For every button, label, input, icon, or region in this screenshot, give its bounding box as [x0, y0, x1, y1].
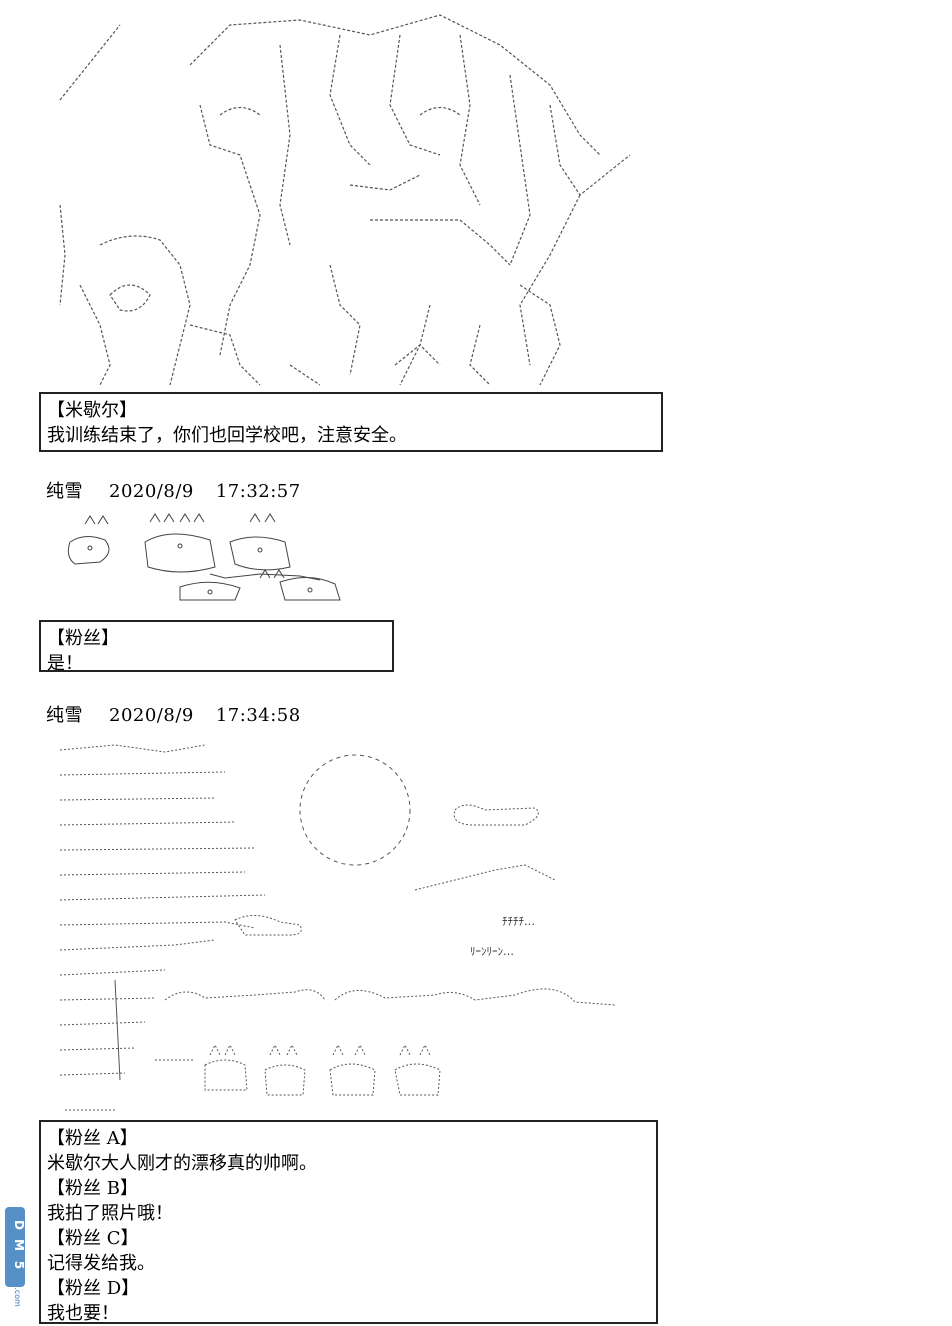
dialogue-box-michelle: 【米歇尔】 我训练结束了，你们也回学校吧，注意安全。: [39, 392, 663, 452]
dm5-watermark-logo: D M 5 .com: [2, 1205, 28, 1315]
svg-text:.com: .com: [13, 1287, 22, 1307]
dialogue-line-d: 我也要！: [47, 1303, 119, 1324]
speaker-label-b: 【粉丝 B】: [47, 1178, 138, 1199]
dialogue-line: 是！: [47, 653, 83, 674]
dialogue-line-c: 记得发给我。: [47, 1253, 155, 1274]
ascii-art-cats-illustration: [60, 512, 360, 607]
speaker-label: 【粉丝】: [47, 628, 119, 649]
sfx-cicada: ﾁﾁﾁﾁ…: [502, 915, 535, 928]
post-date: 2020/8/9: [109, 481, 194, 502]
dialogue-line-b: 我拍了照片哦！: [47, 1203, 173, 1224]
dialogue-box-fans-abcd: 【粉丝 A】 米歇尔大人刚才的漂移真的帅啊。 【粉丝 B】 我拍了照片哦！ 【粉…: [39, 1120, 658, 1324]
post-header: 纯雪 2020/8/9 17:34:58: [46, 701, 327, 727]
sfx-bell: ﾘｰﾝﾘｰﾝ…: [470, 945, 514, 958]
ascii-art-character-illustration: [40, 5, 640, 390]
svg-text:M: M: [12, 1239, 26, 1251]
post-author: 纯雪: [46, 705, 83, 726]
dialogue-line-a: 米歇尔大人刚才的漂移真的帅啊。: [47, 1153, 317, 1174]
speaker-label-c: 【粉丝 C】: [47, 1228, 139, 1249]
svg-text:D: D: [12, 1220, 26, 1230]
post-time: 17:34:58: [215, 705, 301, 726]
svg-text:5: 5: [12, 1261, 26, 1269]
post-header: 纯雪 2020/8/9 17:32:57: [46, 477, 327, 503]
ascii-art-street-scene: [55, 730, 625, 1115]
dialogue-box-fans: 【粉丝】 是！: [39, 620, 394, 674]
post-time: 17:32:57: [215, 481, 301, 502]
post-date: 2020/8/9: [109, 705, 194, 726]
dialogue-line: 我训练结束了，你们也回学校吧，注意安全。: [47, 425, 407, 446]
post-author: 纯雪: [46, 481, 83, 502]
speaker-label: 【米歇尔】: [47, 400, 137, 421]
speaker-label-a: 【粉丝 A】: [47, 1128, 138, 1149]
speaker-label-d: 【粉丝 D】: [47, 1278, 140, 1299]
